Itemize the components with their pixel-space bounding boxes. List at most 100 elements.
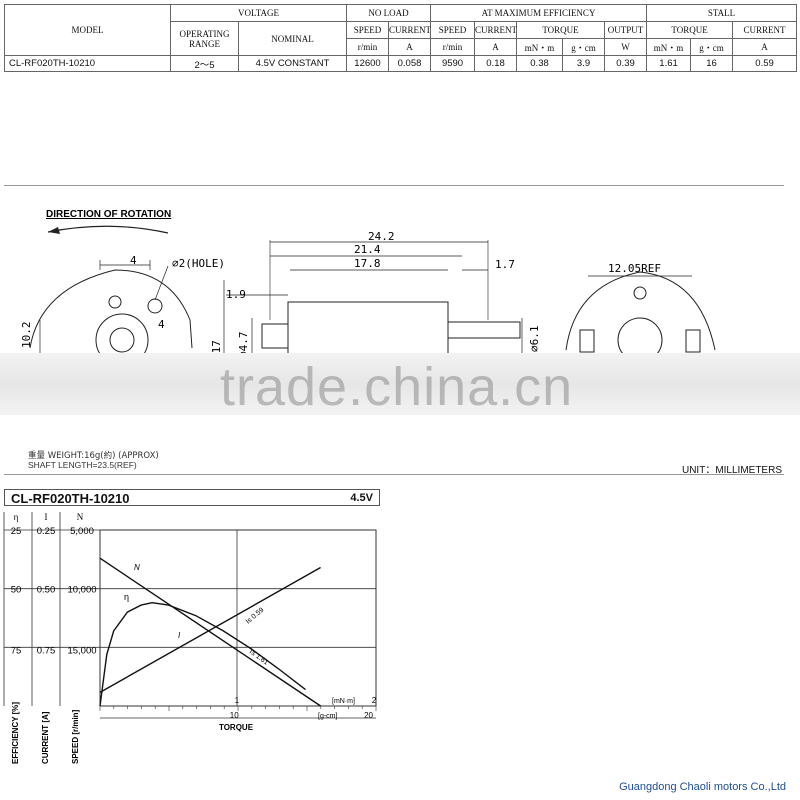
header-stall-torque: TORQUE (646, 21, 734, 39)
x-tick-label-top: 2 (372, 696, 377, 705)
y-tick-label: 50 (11, 585, 22, 596)
x-tick-label-top: 1 (235, 696, 240, 705)
company-name: Guangdong Chaoli motors Co.,Ltd (619, 781, 786, 793)
weight-note: 重量 WEIGHT:16g(約) (APPROX) (28, 451, 159, 461)
series-label-speed: N (134, 563, 140, 572)
y-tick-label: 75 (11, 645, 22, 656)
cell-eff-torque-mnm: 0.38 (516, 55, 564, 72)
series-line-current (99, 566, 321, 694)
cell-nominal: 4.5V CONSTANT (237, 55, 348, 72)
header-eff-output: OUTPUT (604, 21, 648, 39)
unit-no-load-current: A (388, 38, 432, 56)
section-divider-bottom (4, 474, 784, 475)
header-voltage: VOLTAGE (169, 4, 348, 22)
y-tick-label: 25 (11, 526, 22, 537)
dim-4-b: 4 (158, 318, 165, 331)
cell-stall-current: 0.59 (732, 55, 798, 72)
header-model: MODEL (4, 4, 171, 56)
dim-4-a: 4 (130, 254, 137, 267)
dim-24-2: 24.2 (368, 230, 395, 243)
end-view-right-hole (633, 286, 647, 300)
unit-stall-torque-mnm: mN・m (646, 38, 692, 56)
motor-body-side (287, 301, 449, 355)
dim-21-4: 21.4 (354, 243, 381, 256)
footer (0, 768, 800, 800)
unit-stall-torque-gcm: g・cm (690, 38, 734, 56)
unit-eff-current: A (474, 38, 518, 56)
cell-operating-range: 2〜5 (170, 55, 239, 72)
cell-no-load-current: 0.058 (388, 55, 432, 72)
unit-eff-speed: r/min (430, 38, 476, 56)
rotation-arrow-icon (47, 225, 169, 234)
table-row: CL-RF020TH-10210 2〜5 4.5V CONSTANT 12600… (4, 55, 798, 72)
series-line-speed (99, 557, 321, 707)
unit-stall-current: A (732, 38, 798, 56)
y-tick-label: 0.75 (37, 645, 56, 656)
plot-frame (99, 529, 377, 707)
motor-endcap-side (261, 323, 289, 349)
chart-header: CL-RF020TH-10210 4.5V (4, 489, 380, 506)
dim-10-2: 10.2 (20, 322, 33, 349)
watermark-band (0, 353, 800, 415)
series-label-efficiency: η (124, 592, 129, 602)
series-label-current: I (178, 631, 181, 640)
end-view-left-outline (29, 269, 193, 349)
hole-label: ∅2(HOLE) (172, 257, 225, 270)
dim-d6-1: ∅6.1 (528, 326, 541, 353)
unit-no-load-speed: r/min (346, 38, 390, 56)
header-stall-current: CURRENT (732, 21, 798, 39)
dim-12-05: 12.05REF (608, 262, 661, 275)
series-line-efficiency (99, 601, 306, 707)
watermark-text: trade.china.cn (220, 357, 574, 417)
unit-eff-output: W (604, 38, 648, 56)
header-operating-range: OPERATING RANGE (170, 21, 239, 56)
y-tick-label: 0.50 (37, 585, 56, 596)
dim-17-8: 17.8 (354, 257, 381, 270)
dim-d4-7: ∅4.7 (237, 332, 250, 359)
motor-shaft-side (447, 321, 521, 339)
x-axis-title: TORQUE (219, 723, 254, 732)
x-tick-label-bottom: 10 (230, 711, 239, 720)
header-stall: STALL (646, 4, 798, 22)
end-view-left-shaft (109, 327, 135, 353)
cell-eff-output: 0.39 (604, 55, 648, 72)
rotation-arrowhead-icon (48, 227, 60, 234)
axis-symbol: I (45, 512, 48, 522)
unit-eff-torque-gcm: g・cm (562, 38, 606, 56)
cell-eff-speed: 9590 (430, 55, 476, 72)
cell-stall-torque-mnm: 1.61 (646, 55, 692, 72)
unit-note: UNIT：MILLIMETERS (681, 465, 782, 476)
x-tick-label-bottom: 20 (364, 711, 373, 720)
hole-leader-line (154, 265, 169, 301)
terminal-left (579, 329, 595, 353)
y-tick-label: 5,000 (70, 526, 94, 537)
cell-model: CL-RF020TH-10210 (4, 55, 171, 72)
cell-no-load-speed: 12600 (346, 55, 390, 72)
y-axis-title: EFFICIENCY [%] (11, 702, 20, 764)
chart-voltage: 4.5V (350, 492, 373, 504)
x-unit-top: [mN·m] (332, 698, 355, 705)
y-axis-title: SPEED [r/min] (71, 709, 80, 764)
header-eff-speed: SPEED (430, 21, 476, 39)
section-divider-top (4, 185, 784, 186)
end-view-left-hole-2 (147, 298, 163, 314)
y-tick-label: 10,000 (67, 585, 96, 596)
spec-table: MODEL VOLTAGE NO LOAD AT MAXIMUM EFFICIE… (4, 4, 798, 72)
x-unit-bottom: [g-cm] (318, 713, 338, 720)
shaft-note: SHAFT LENGTH=23.5(REF) (28, 460, 137, 470)
y-tick-label: 15,000 (67, 645, 96, 656)
header-no-load-speed: SPEED (346, 21, 390, 39)
header-no-load: NO LOAD (346, 4, 432, 22)
y-axis-title: CURRENT [A] (41, 711, 50, 764)
header-eff-torque: TORQUE (516, 21, 606, 39)
cell-stall-torque-gcm: 16 (690, 55, 734, 72)
terminal-right (685, 329, 701, 353)
axis-symbol: η (14, 512, 19, 522)
dim-1-7: 1.7 (495, 258, 515, 271)
end-view-right-outline (565, 271, 716, 351)
dim-1-9: 1.9 (226, 288, 246, 301)
header-nominal: NOMINAL (237, 21, 348, 56)
rotation-label: DIRECTION OF ROTATION (46, 209, 171, 220)
header-no-load-current: CURRENT (388, 21, 431, 39)
